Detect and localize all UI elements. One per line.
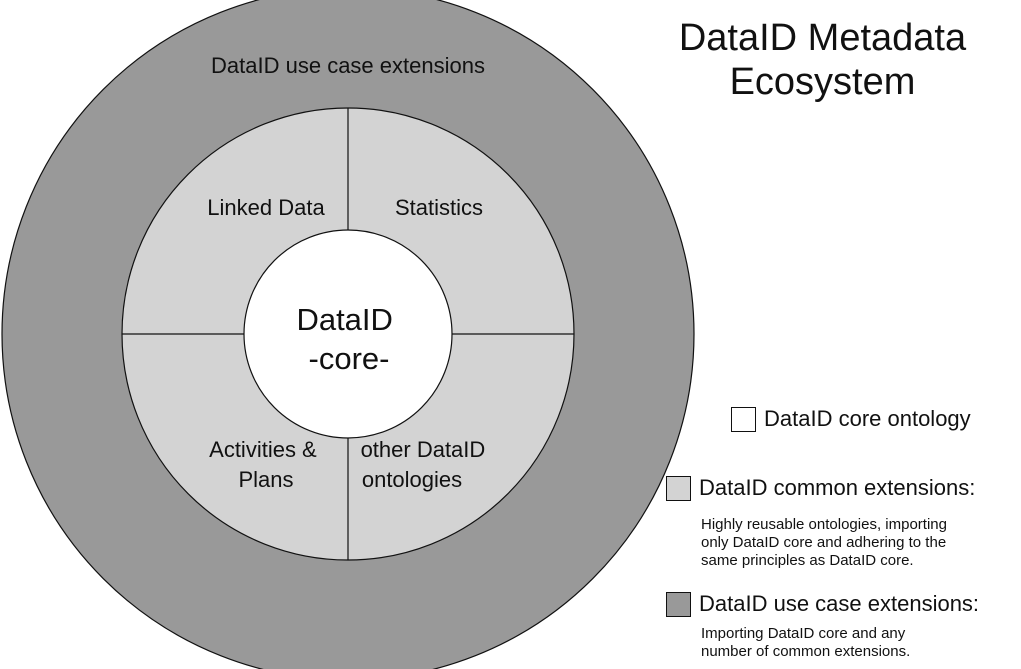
legend-use-case: DataID use case extensions: <box>666 591 979 617</box>
legend-common-swatch <box>666 475 691 501</box>
legend-common-description: Highly reusable ontologies, importing on… <box>701 516 1016 570</box>
legend-core: DataID core ontology <box>731 406 971 432</box>
title-line-2: Ecosystem <box>729 61 916 103</box>
legend-use-case-label: DataID use case extensions: <box>699 591 980 616</box>
quadrant-label-linked-data: Linked Data <box>207 195 325 220</box>
legend-core-swatch <box>731 406 756 432</box>
legend-common-label: DataID common extensions: <box>699 475 976 500</box>
legend-common-description-line-1: Highly reusable ontologies, importing <box>701 516 947 533</box>
legend-common-description-line-2: only DataID core and adhering to the <box>701 534 947 551</box>
quadrant-label-activities-line-1: Activities & <box>209 437 317 462</box>
legend-use-case-swatch <box>666 591 691 617</box>
legend-common-description-line-3: same principles as DataID core. <box>701 552 914 569</box>
quadrant-label-linked-data-line: Linked Data <box>207 195 325 220</box>
legend-use-case-description: Importing DataID core and any number of … <box>701 625 1016 661</box>
legend-core-label: DataID core ontology <box>764 406 971 431</box>
core-label: DataID -core- <box>296 302 401 376</box>
core-circle <box>243 229 453 439</box>
legend-common: DataID common extensions: <box>666 475 975 501</box>
legend-use-case-description-line-2: number of common extensions. <box>701 643 911 660</box>
quadrant-label-statistics: Statistics <box>395 195 483 220</box>
outer-ring-label: DataID use case extensions <box>211 53 485 78</box>
quadrant-label-activities-plans: Activities & Plans <box>209 437 323 492</box>
core-label-line-1: DataID <box>296 302 392 337</box>
title-line-1: DataID Metadata <box>678 17 967 59</box>
quadrant-label-other-line-1: other DataID <box>361 437 486 462</box>
quadrant-label-statistics-line: Statistics <box>395 195 483 220</box>
quadrant-label-other-line-2: ontologies <box>362 467 462 492</box>
diagram-title: DataID Metadata Ecosystem <box>650 16 995 104</box>
quadrant-label-activities-line-2: Plans <box>238 467 293 492</box>
legend-use-case-description-line-1: Importing DataID core and any <box>701 625 906 642</box>
core-label-line-2: -core- <box>309 341 390 376</box>
quadrant-label-other-ontologies: other DataID ontologies <box>361 437 492 492</box>
